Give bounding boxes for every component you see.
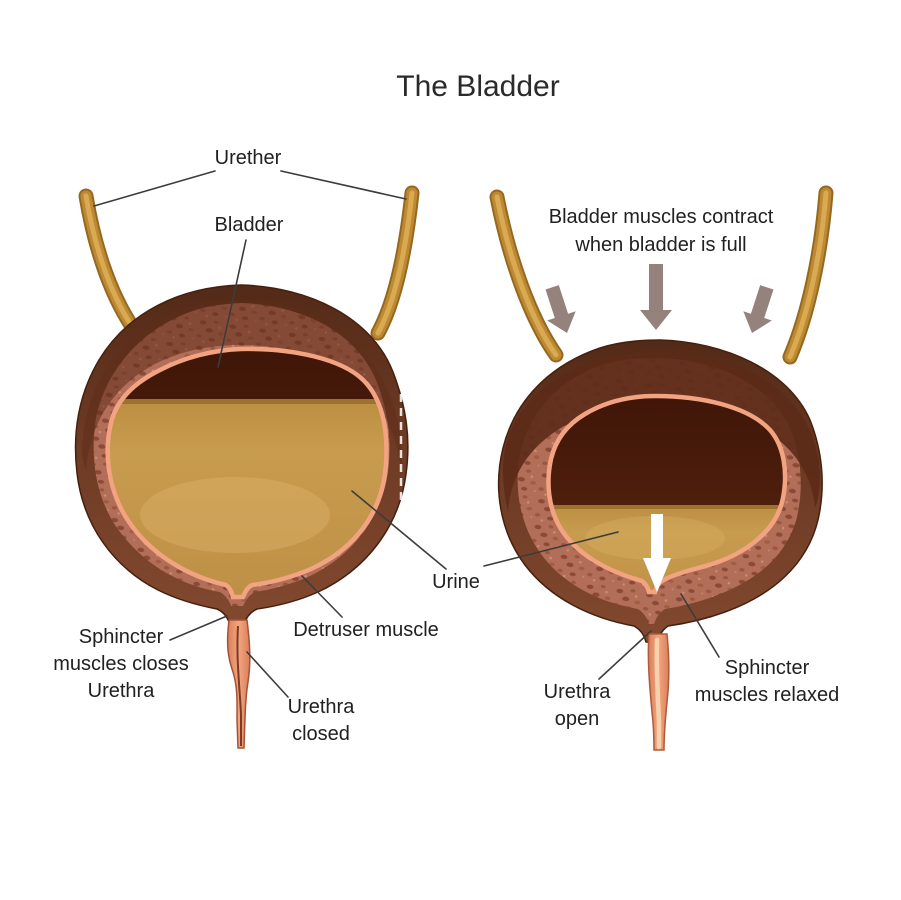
label-line: Urethra	[543, 681, 611, 703]
leader-bladder	[217, 239, 247, 368]
label-line: Sphincter	[724, 657, 810, 679]
contract-arrow-left	[545, 285, 576, 333]
contract-arrow-right	[743, 285, 774, 333]
left-urethra-closed	[226, 619, 251, 749]
label-sphincter-closed: Sphincter muscles closes Urethra	[53, 624, 189, 705]
left-figure-ureters	[78, 185, 420, 343]
label-sphincter-relaxed: Sphincter muscles relaxed	[695, 655, 840, 709]
right-bladder-lining	[546, 393, 788, 595]
label-line: Bladder muscles contract	[548, 206, 774, 228]
label-detruser-muscle: Detruser muscle	[293, 619, 439, 641]
label-line: muscles closes	[53, 653, 189, 675]
label-urethra-closed: Urethra closed	[288, 694, 355, 748]
left-bladder-lining	[105, 346, 389, 600]
right-figure-ureters	[489, 185, 834, 365]
leader-sphincter-closed	[169, 615, 228, 641]
label-line: closed	[292, 723, 350, 745]
leader-detruser	[301, 575, 343, 618]
label-urine: Urine	[432, 571, 480, 593]
leader-urether-left	[93, 170, 216, 207]
right-urethra-open	[647, 633, 670, 751]
label-urethra-open: Urethra open	[544, 679, 611, 733]
leader-urine-left	[351, 490, 447, 570]
right-bladder-figure	[489, 185, 834, 751]
right-dome-shading	[503, 352, 820, 512]
leader-urethra-open	[598, 630, 652, 680]
label-line: Urethra	[287, 696, 355, 718]
urine-flow-arrow	[643, 514, 671, 592]
leader-urether-right	[280, 170, 407, 200]
label-bladder-contract: Bladder muscles contract when bladder is…	[549, 203, 774, 259]
leader-sphincter-relaxed	[680, 593, 720, 658]
label-bladder: Bladder	[214, 214, 284, 236]
label-line: Sphincter	[78, 626, 164, 648]
leader-lines	[93, 170, 720, 698]
label-line: open	[554, 708, 600, 730]
page-title: The Bladder	[396, 70, 560, 103]
leader-urine-right	[483, 531, 619, 567]
contract-arrow-middle	[640, 264, 672, 330]
left-bladder-figure	[74, 185, 420, 749]
label-line: when bladder is full	[575, 234, 747, 256]
label-line: Urethra	[87, 680, 155, 702]
contraction-arrows	[545, 264, 774, 333]
label-line: muscles relaxed	[694, 684, 840, 706]
left-dome-shading	[82, 300, 402, 470]
leader-urethra-closed	[246, 651, 289, 698]
label-urether: Urether	[214, 147, 282, 169]
